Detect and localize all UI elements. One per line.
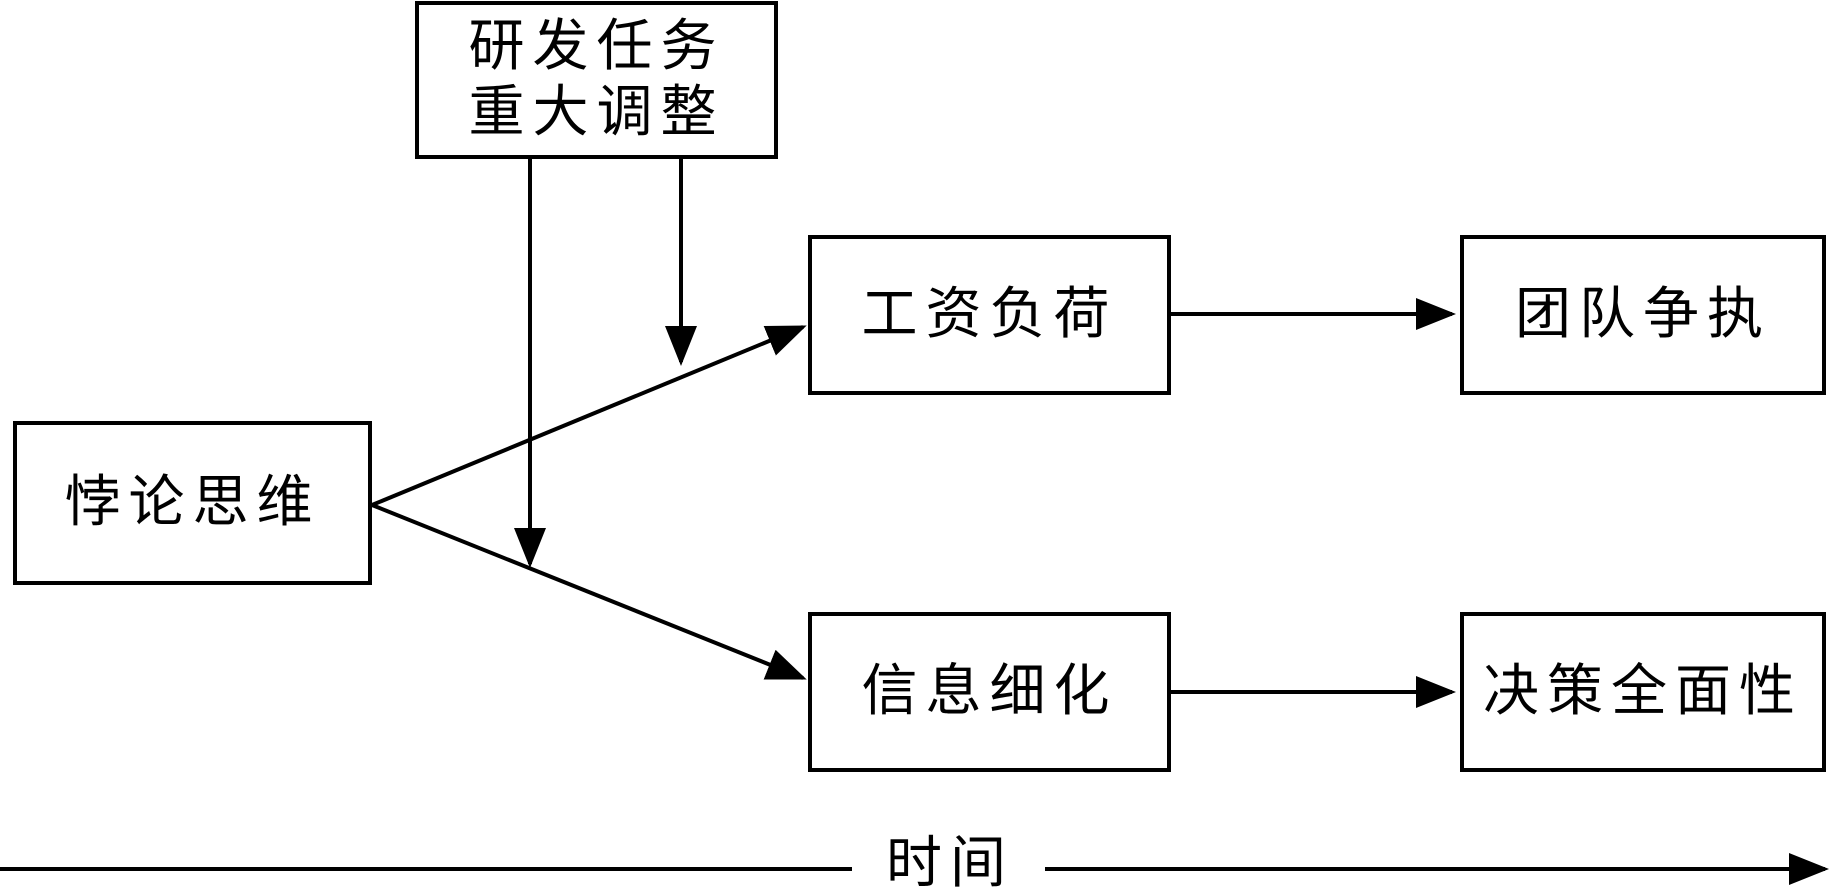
node-paradoxical-thinking: 悖论思维 — [13, 421, 372, 585]
node-moderator: 研发任务 重大调整 — [415, 1, 778, 159]
node-paradoxical-thinking-label: 悖论思维 — [64, 470, 321, 535]
node-information-elaboration: 信息细化 — [808, 612, 1171, 772]
node-team-conflict: 团队争执 — [1460, 235, 1826, 395]
node-information-elaboration-label: 信息细化 — [861, 659, 1118, 724]
node-team-conflict-label: 团队争执 — [1515, 282, 1771, 347]
node-decision-comprehensiveness-label: 决策全面性 — [1483, 659, 1803, 724]
node-wage-load: 工资负荷 — [808, 235, 1171, 395]
node-moderator-line1: 研发任务 — [468, 14, 725, 79]
arrow-source-to-wage-load — [371, 325, 807, 507]
time-axis-label: 时间 — [855, 834, 1045, 894]
node-moderator-line2: 重大调整 — [468, 80, 725, 145]
node-wage-load-label: 工资负荷 — [861, 282, 1118, 347]
node-decision-comprehensiveness: 决策全面性 — [1460, 612, 1826, 772]
arrow-source-to-info-elaboration — [371, 503, 807, 680]
